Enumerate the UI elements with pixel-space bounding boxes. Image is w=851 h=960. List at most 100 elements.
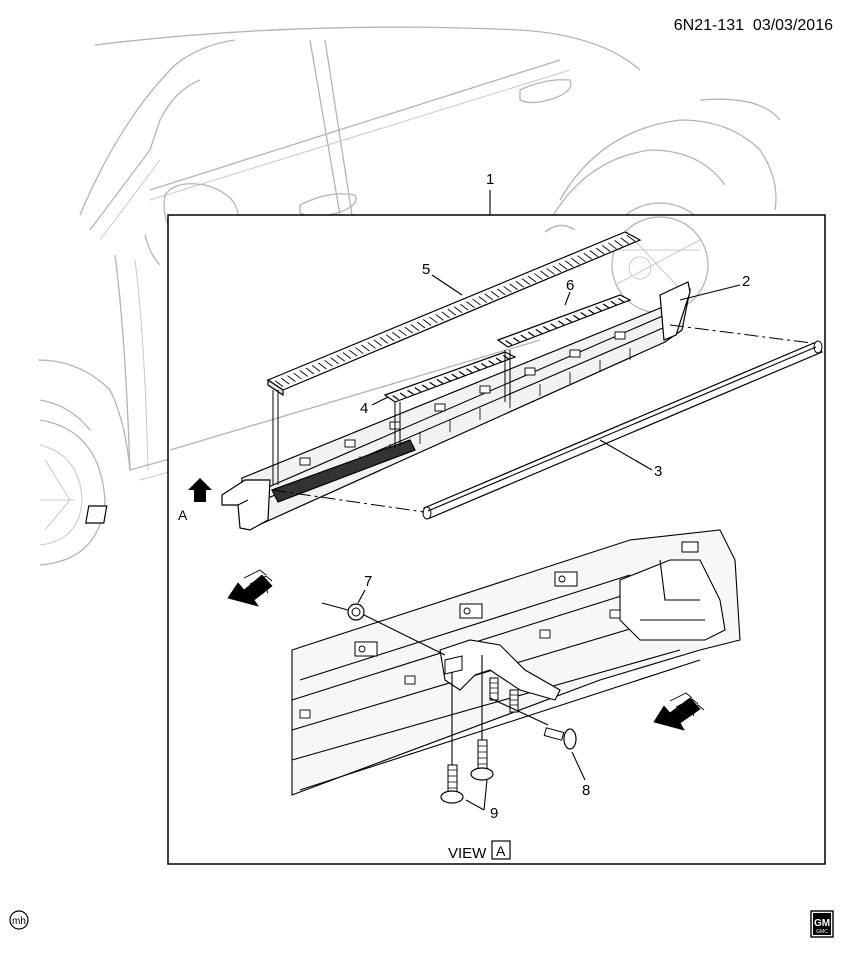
rib-line xyxy=(552,265,562,273)
phantom-line-front xyxy=(271,489,425,513)
rib-line xyxy=(484,293,494,301)
rib-line xyxy=(583,252,592,260)
rib-line xyxy=(497,288,506,296)
rib-line xyxy=(527,331,535,337)
rib-line xyxy=(602,303,610,309)
diagram-code: 6N21-131 03/03/2016 xyxy=(674,17,833,34)
rib-line xyxy=(601,245,611,252)
rib-line xyxy=(480,362,488,368)
phantom-line-rear xyxy=(669,324,813,344)
rib-line xyxy=(414,387,422,393)
rib-line xyxy=(466,301,475,308)
rib-line xyxy=(458,370,466,376)
front-direction-arrow-2: FRT xyxy=(653,692,705,731)
fastener-nut-7 xyxy=(321,602,446,656)
rib-line xyxy=(399,392,407,398)
rib-line xyxy=(373,339,383,347)
rib-line xyxy=(488,360,495,366)
rib-line xyxy=(595,247,605,255)
view-a-detail xyxy=(291,529,741,796)
gm-logo: GM GMC xyxy=(810,910,834,938)
rib-line xyxy=(280,377,290,385)
callouts: 1 2 3 4 5 6 7 8 9 xyxy=(360,171,750,822)
rib-line xyxy=(392,395,400,401)
rib-line xyxy=(398,329,407,337)
rib-line xyxy=(447,308,457,316)
diagram-frame xyxy=(167,214,826,865)
rib-line xyxy=(620,237,630,245)
rib-line xyxy=(535,328,543,334)
rib-line xyxy=(565,317,573,323)
rib-line xyxy=(502,354,510,360)
rib-line xyxy=(509,283,518,291)
rib-line xyxy=(379,336,389,344)
fastener-bolt-9a xyxy=(440,672,464,804)
callout-2: 2 xyxy=(742,273,750,290)
alignment-lines xyxy=(272,350,511,485)
rib-line xyxy=(311,365,321,372)
rib-line xyxy=(459,303,469,311)
rib-line xyxy=(422,319,432,326)
artist-mark: mh xyxy=(9,910,29,930)
callout-1: 1 xyxy=(486,171,494,188)
rib-line xyxy=(608,242,617,250)
rib-line xyxy=(367,342,376,349)
rib-line xyxy=(572,314,580,320)
rib-line xyxy=(436,379,444,385)
rib-line xyxy=(564,260,574,268)
rib-line xyxy=(410,324,420,331)
step-pad-rear xyxy=(496,294,632,348)
rib-line xyxy=(614,240,623,247)
rib-line xyxy=(299,370,309,377)
rib-line xyxy=(557,320,565,326)
rib-line xyxy=(293,372,302,380)
rib-line xyxy=(490,291,500,298)
rib-line xyxy=(342,352,352,360)
rib-line xyxy=(421,384,429,390)
rib-line xyxy=(274,380,284,388)
rib-line xyxy=(324,359,333,367)
rib-line xyxy=(348,349,358,357)
artist-mark-text: mh xyxy=(12,916,26,927)
rib-line xyxy=(610,300,618,306)
fastener-screw-8 xyxy=(489,697,577,750)
rib-line xyxy=(617,297,625,303)
view-a-arrow: A xyxy=(85,478,212,524)
view-label-text: VIEW xyxy=(448,845,487,862)
rib-line xyxy=(404,326,413,334)
gm-logo-top: GM xyxy=(814,918,830,929)
rib-line xyxy=(540,270,549,278)
rib-line xyxy=(534,273,543,280)
rib-line xyxy=(441,311,451,319)
callout-4: 4 xyxy=(360,400,368,417)
rib-line xyxy=(505,340,513,346)
view-a-label: VIEW A xyxy=(448,840,511,862)
callout-5: 5 xyxy=(422,261,430,278)
rib-line xyxy=(550,323,558,329)
rib-line xyxy=(571,257,580,265)
rib-line xyxy=(429,316,438,324)
rib-line xyxy=(416,321,426,329)
molding-strip xyxy=(422,340,824,520)
rib-line xyxy=(546,268,555,275)
vehicle-ghost-outline xyxy=(37,26,781,566)
rib-line xyxy=(451,373,459,379)
rib-line xyxy=(407,389,414,395)
gm-logo-bottom: GMC xyxy=(816,929,828,935)
front-label-1: FRT xyxy=(248,583,271,599)
rib-line xyxy=(429,381,436,387)
rib-line xyxy=(305,367,315,375)
rib-line xyxy=(580,311,588,317)
rib-line xyxy=(453,306,463,314)
rib-line xyxy=(466,368,473,374)
rib-line xyxy=(495,357,503,363)
rib-line xyxy=(527,275,537,283)
rib-line xyxy=(577,255,586,263)
rib-line xyxy=(336,354,346,362)
rib-line xyxy=(385,334,395,342)
rib-line xyxy=(392,331,401,339)
rib-line xyxy=(355,347,364,354)
rib-line xyxy=(626,234,636,242)
rib-line xyxy=(435,314,444,321)
